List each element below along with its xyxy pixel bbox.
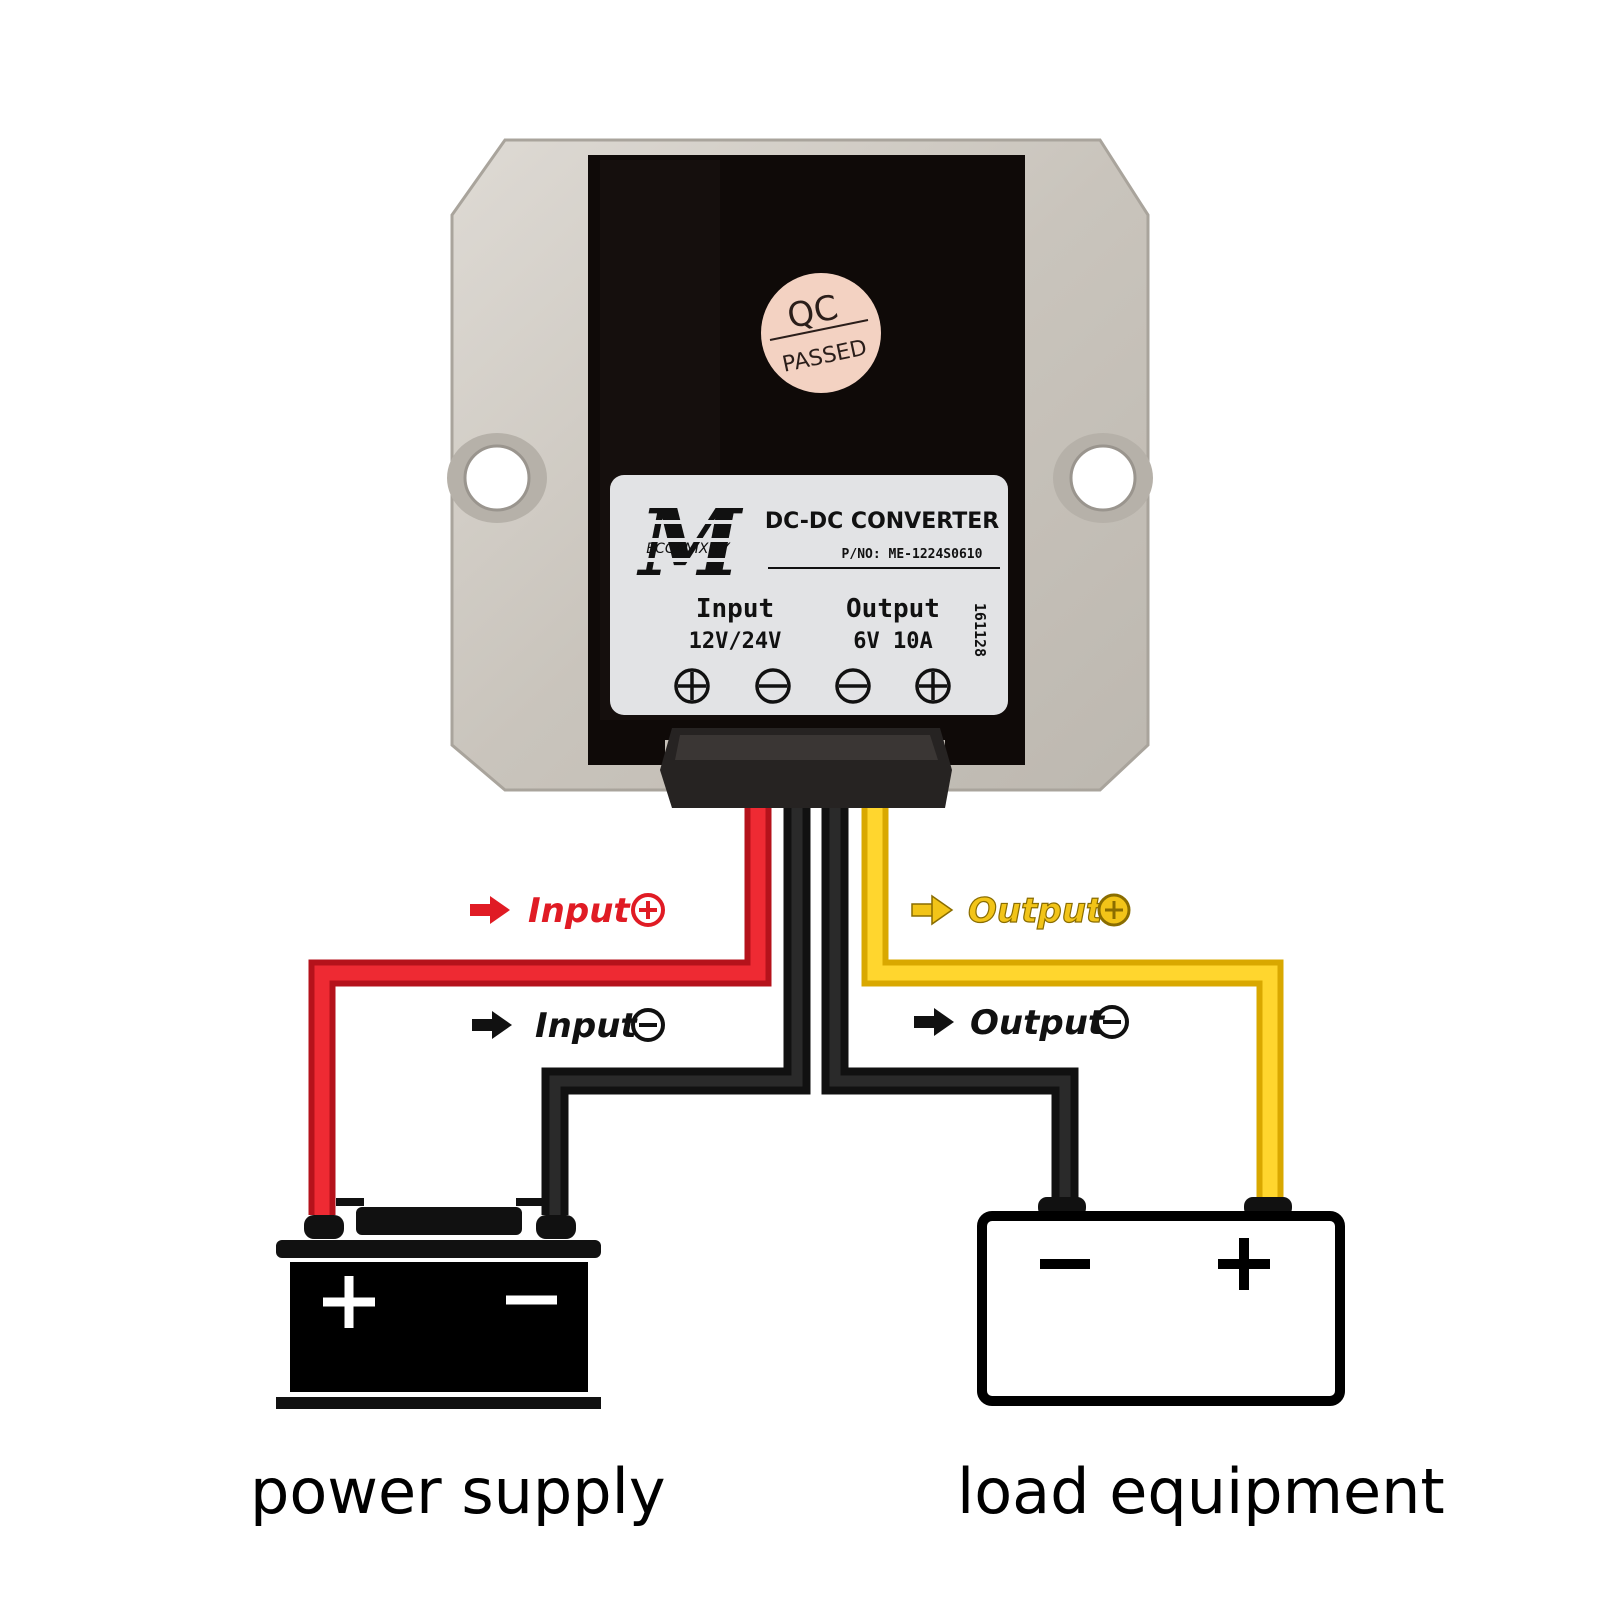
- power-supply-caption: power supply: [250, 1455, 666, 1528]
- batch-code: 161128: [971, 603, 989, 657]
- input-positive-text: Input: [528, 891, 631, 931]
- arrow-right-icon: [472, 1011, 512, 1039]
- plus-terminal-icon: [631, 893, 665, 927]
- product-title: DC-DC CONVERTER: [765, 509, 999, 534]
- label-output-negative: Output: [914, 1003, 1129, 1043]
- label-input-positive: Input: [470, 891, 665, 931]
- input-negative-text: Input: [535, 1006, 638, 1046]
- minus-terminal-icon: [631, 1008, 665, 1042]
- minus-terminal-icon: [755, 668, 791, 704]
- wires: [308, 808, 1284, 1215]
- mounting-hole-right: [1053, 433, 1153, 523]
- battery-icon: [276, 1198, 601, 1409]
- cable-grommet: [660, 728, 952, 808]
- input-heading: Input: [696, 594, 774, 624]
- label-output-positive: Output: [911, 890, 1131, 932]
- input-rating: 12V/24V: [689, 629, 782, 654]
- part-number: P/NO: ME-1224S0610: [842, 547, 983, 562]
- load-icon: [977, 1197, 1345, 1406]
- brand-name: ECCANIXITY: [646, 541, 731, 557]
- minus-terminal-icon: [1095, 1005, 1129, 1039]
- load-equipment-caption: load equipment: [957, 1455, 1445, 1528]
- label-input-negative: Input: [472, 1006, 665, 1046]
- brand-logo: M ECCANIXITY: [636, 489, 744, 597]
- mounting-hole-left: [447, 433, 547, 523]
- plus-terminal-icon: [915, 668, 951, 704]
- output-rating: 6V 10A: [853, 629, 932, 654]
- label-plate: M ECCANIXITY DC-DC CONVERTER P/NO: ME-12…: [610, 475, 1008, 715]
- output-positive-text: Output: [968, 891, 1104, 931]
- arrow-right-icon: [470, 896, 510, 924]
- plus-terminal-icon: [1097, 893, 1131, 927]
- qc-sticker: QC PASSED: [761, 273, 881, 393]
- output-negative-text: Output: [970, 1003, 1106, 1043]
- plus-terminal-icon: [674, 668, 710, 704]
- output-heading: Output: [846, 594, 940, 624]
- arrow-right-icon: [914, 1008, 954, 1036]
- arrow-right-icon: [911, 894, 954, 926]
- svg-text:M: M: [636, 489, 744, 597]
- minus-terminal-icon: [835, 668, 871, 704]
- converter-module: QC PASSED M ECCANIXITY DC-DC CONVERTER P…: [447, 138, 1153, 808]
